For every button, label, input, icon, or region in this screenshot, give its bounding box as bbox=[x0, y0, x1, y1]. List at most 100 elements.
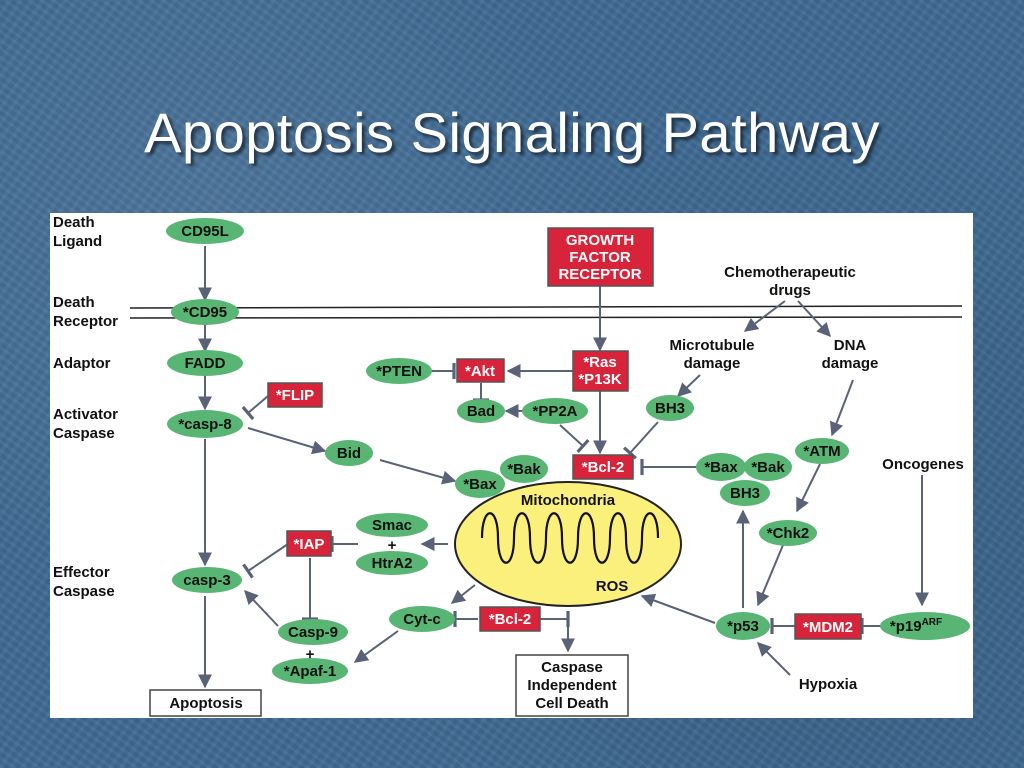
plain-labels: Chemotherapeutic drugs Microtubule damag… bbox=[670, 264, 964, 693]
node-bak-right: *Bak bbox=[744, 453, 792, 481]
arrow-hypoxia-p53 bbox=[757, 642, 791, 676]
label-chemo-2: drugs bbox=[769, 282, 811, 299]
row-labels: Death Ligand Death Receptor Adaptor Acti… bbox=[53, 214, 118, 600]
node-casp3: casp-3 bbox=[172, 567, 242, 593]
svg-text:*Bax: *Bax bbox=[704, 459, 738, 476]
node-chk2: *Chk2 bbox=[759, 520, 817, 546]
smac-plus: + bbox=[388, 537, 397, 554]
node-p53: *p53 bbox=[716, 612, 770, 640]
label-oncogenes: Oncogenes bbox=[882, 456, 964, 473]
svg-text:*ATM: *ATM bbox=[803, 443, 840, 460]
svg-text:*p19ARF: *p19ARF bbox=[890, 617, 942, 635]
svg-text:Apoptosis: Apoptosis bbox=[169, 695, 242, 712]
svg-text:Cell Death: Cell Death bbox=[535, 695, 608, 712]
mitochondria-label: Mitochondria bbox=[521, 492, 616, 509]
svg-text:casp-3: casp-3 bbox=[183, 572, 231, 589]
svg-text:Independent: Independent bbox=[527, 677, 616, 694]
label-dna-2: damage bbox=[822, 355, 879, 372]
cell-membrane bbox=[129, 305, 963, 319]
svg-text:*Apaf-1: *Apaf-1 bbox=[284, 663, 337, 680]
row-label-activator-caspase-2: Caspase bbox=[53, 425, 115, 442]
svg-text:CD95L: CD95L bbox=[181, 223, 229, 240]
svg-text:*Bcl-2: *Bcl-2 bbox=[489, 611, 532, 628]
arrow-casp8-bid bbox=[247, 427, 327, 455]
node-casp8: *casp-8 bbox=[167, 410, 243, 438]
green-nodes: CD95L *CD95 FADD *casp-8 Bid casp-3 Casp… bbox=[166, 218, 970, 684]
svg-text:*CD95: *CD95 bbox=[183, 304, 227, 321]
svg-text:*PTEN: *PTEN bbox=[376, 363, 422, 380]
node-apaf1: *Apaf-1 bbox=[272, 658, 348, 684]
svg-text:*Bak: *Bak bbox=[507, 461, 541, 478]
slide-title: Apoptosis Signaling Pathway bbox=[144, 101, 880, 164]
arrow-chemo-microtubule bbox=[743, 300, 786, 332]
svg-text:Caspase: Caspase bbox=[541, 659, 603, 676]
arrow-chemo-dna bbox=[797, 300, 831, 338]
node-bid: Bid bbox=[325, 440, 373, 466]
node-p19: *p19ARF bbox=[880, 612, 970, 640]
svg-text:*Ras: *Ras bbox=[583, 354, 616, 371]
svg-text:Cyt-c: Cyt-c bbox=[403, 611, 441, 628]
svg-text:Smac: Smac bbox=[372, 517, 412, 534]
row-label-effector-caspase-2: Caspase bbox=[53, 583, 115, 600]
svg-text:*p53: *p53 bbox=[727, 618, 759, 635]
svg-text:*Bax: *Bax bbox=[463, 476, 497, 493]
inhibit-flip-casp8 bbox=[241, 395, 269, 421]
node-pten: *PTEN bbox=[366, 358, 432, 384]
node-growth-factor-receptor: GROWTH FACTOR RECEPTOR bbox=[547, 227, 654, 287]
node-akt: *Akt bbox=[456, 358, 505, 383]
svg-text:*Bcl-2: *Bcl-2 bbox=[582, 459, 625, 476]
arrow-chk2-p53 bbox=[756, 544, 784, 607]
svg-text:FACTOR: FACTOR bbox=[569, 249, 631, 266]
casp9-plus: + bbox=[306, 646, 315, 663]
outcome-boxes: Apoptosis Caspase Independent Cell Death bbox=[149, 654, 629, 717]
node-fadd: FADD bbox=[167, 350, 243, 376]
box-apoptosis: Apoptosis bbox=[149, 689, 262, 717]
node-bak-left: *Bak bbox=[500, 455, 548, 483]
svg-text:BH3: BH3 bbox=[655, 400, 685, 417]
svg-text:BH3: BH3 bbox=[730, 485, 760, 502]
row-label-death-ligand-1: Death bbox=[53, 214, 95, 231]
svg-text:*MDM2: *MDM2 bbox=[803, 619, 853, 636]
node-bax-right: *Bax bbox=[696, 453, 746, 481]
svg-text:Bid: Bid bbox=[337, 445, 361, 462]
mitochondria: Mitochondria ROS bbox=[454, 481, 682, 607]
row-label-adaptor: Adaptor bbox=[53, 355, 111, 372]
arrow-dna-atm bbox=[829, 379, 854, 437]
label-chemo-1: Chemotherapeutic bbox=[724, 264, 856, 281]
label-microtubule-1: Microtubule bbox=[670, 337, 755, 354]
row-label-activator-caspase-1: Activator bbox=[53, 406, 118, 423]
arrow-microtubule-bh3 bbox=[676, 374, 701, 397]
arrow-p53-mito bbox=[640, 593, 716, 624]
label-dna-1: DNA bbox=[834, 337, 867, 354]
row-label-death-receptor-1: Death bbox=[53, 294, 95, 311]
node-cd95l: CD95L bbox=[166, 218, 244, 244]
node-casp9: Casp-9 bbox=[278, 619, 348, 645]
svg-text:Casp-9: Casp-9 bbox=[288, 624, 338, 641]
svg-text:RECEPTOR: RECEPTOR bbox=[558, 266, 641, 283]
node-mdm2: *MDM2 bbox=[794, 613, 862, 640]
inhibit-iap-casp3 bbox=[242, 543, 289, 579]
svg-text:*Chk2: *Chk2 bbox=[767, 525, 810, 542]
node-cytc: Cyt-c bbox=[389, 606, 455, 632]
node-bh3-top: BH3 bbox=[646, 395, 694, 421]
label-hypoxia: Hypoxia bbox=[799, 676, 858, 693]
label-microtubule-2: damage bbox=[684, 355, 741, 372]
mitochondria-cristae bbox=[480, 512, 660, 564]
row-label-death-ligand-2: Ligand bbox=[53, 233, 102, 250]
arrow-casp9-casp3 bbox=[244, 589, 279, 627]
svg-text:HtrA2: HtrA2 bbox=[372, 555, 413, 572]
svg-text:*PP2A: *PP2A bbox=[532, 403, 577, 420]
arrow-cytc-apaf1 bbox=[353, 630, 399, 663]
node-iap: *IAP bbox=[286, 530, 332, 557]
pathway-connectors bbox=[198, 246, 929, 689]
row-label-effector-caspase-1: Effector bbox=[53, 564, 110, 581]
inhibit-bh3-bcl2 bbox=[622, 421, 659, 460]
svg-text:*casp-8: *casp-8 bbox=[178, 416, 231, 433]
node-htra2: HtrA2 bbox=[356, 551, 428, 575]
node-smac: Smac bbox=[356, 513, 428, 537]
svg-text:*P13K: *P13K bbox=[578, 371, 622, 388]
svg-text:*Bak: *Bak bbox=[751, 459, 785, 476]
svg-text:FADD: FADD bbox=[185, 355, 226, 372]
svg-text:*IAP: *IAP bbox=[294, 536, 325, 553]
row-label-death-receptor-2: Receptor bbox=[53, 313, 118, 330]
